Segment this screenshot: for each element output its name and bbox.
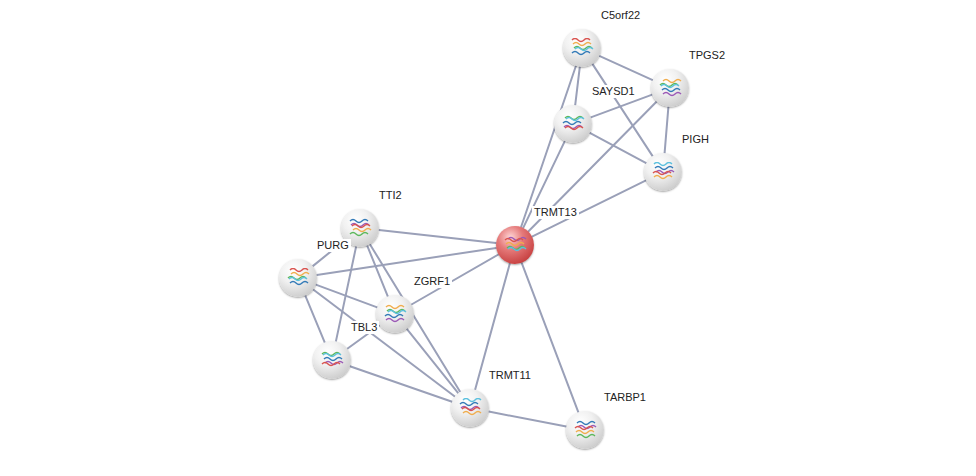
structure-glyph	[561, 114, 585, 134]
node-label: PURG	[315, 239, 351, 252]
structure-glyph	[458, 398, 482, 418]
structure-glyph	[651, 162, 675, 182]
node-label: TRMT13	[532, 206, 579, 219]
interaction-edge	[407, 329, 458, 393]
node-label: TRMT11	[487, 369, 533, 382]
protein-node: TPGS2	[651, 69, 689, 107]
structure-glyph	[320, 350, 344, 370]
structure-glyph	[658, 78, 682, 98]
interaction-edge	[522, 263, 579, 412]
protein-node: TBL3	[313, 341, 351, 379]
interaction-edge	[367, 246, 388, 297]
protein-node: ZGRF1	[376, 295, 414, 333]
interaction-edge	[412, 255, 499, 305]
protein-node: TRMT11	[451, 389, 489, 427]
node-label: PIGH	[680, 133, 711, 146]
structure-glyph	[286, 268, 310, 288]
node-label: ZGRF1	[412, 275, 452, 288]
node-label: TPGS2	[687, 49, 727, 62]
interaction-edge	[489, 412, 567, 427]
structure-glyph	[383, 304, 407, 324]
protein-node: SAYSD1	[554, 105, 592, 143]
interaction-edge	[599, 56, 652, 80]
protein-node: C5orf22	[563, 29, 601, 67]
protein-node: TARBP1	[566, 411, 604, 449]
structure-glyph	[573, 420, 597, 440]
node-label: TTI2	[377, 189, 404, 202]
interaction-edge	[370, 244, 460, 392]
structure-glyph	[570, 38, 594, 58]
interaction-edge	[575, 67, 580, 105]
node-label: SAYSD1	[590, 85, 637, 98]
interaction-edge	[305, 296, 324, 343]
interaction-edge	[592, 64, 652, 156]
structure-glyph	[348, 218, 372, 238]
interaction-edge	[313, 290, 455, 397]
protein-node: TRMT13	[496, 226, 534, 264]
node-label: TBL3	[349, 321, 379, 334]
interaction-edge	[590, 133, 646, 163]
node-label: C5orf22	[599, 9, 642, 22]
interaction-edge	[316, 285, 377, 308]
interaction-edge	[532, 180, 646, 236]
interaction-edge	[521, 66, 576, 227]
interaction-edge	[350, 366, 452, 402]
protein-node: PIGH	[644, 153, 682, 191]
interaction-edge	[528, 102, 656, 232]
structure-glyph	[503, 235, 527, 255]
protein-node: PURG	[279, 259, 317, 297]
node-label: TARBP1	[602, 391, 648, 404]
interaction-edge	[665, 107, 669, 153]
interaction-edge	[379, 230, 496, 243]
